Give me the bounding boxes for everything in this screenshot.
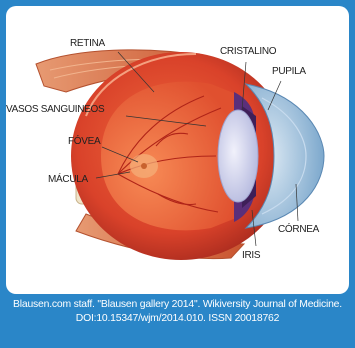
label-fovea: FÓVEA [68,134,101,147]
image-credit-caption: Blausen.com staff. "Blausen gallery 2014… [0,298,355,344]
caption-line-2: DOI:10.15347/wjm/2014.010. ISSN 20018762 [0,312,355,326]
fovea-spot [141,163,147,169]
label-cornea: CÓRNEA [278,222,320,235]
label-cristalino: CRISTALINO [220,46,277,57]
label-vasos-sanguineos: VASOS SANGUINEOS [6,104,105,115]
label-retina: RETINA [70,38,106,49]
label-iris: IRIS [242,250,261,261]
diagram-panel: RETINA CRISTALINO PUPILA VASOS SANGUINEO… [6,6,349,294]
caption-line-1: Blausen.com staff. "Blausen gallery 2014… [0,298,355,312]
label-pupila: PUPILA [272,66,306,77]
lens [218,110,258,202]
label-macula: MÁCULA [48,172,89,185]
eye-anatomy-diagram: RETINA CRISTALINO PUPILA VASOS SANGUINEO… [6,6,349,294]
